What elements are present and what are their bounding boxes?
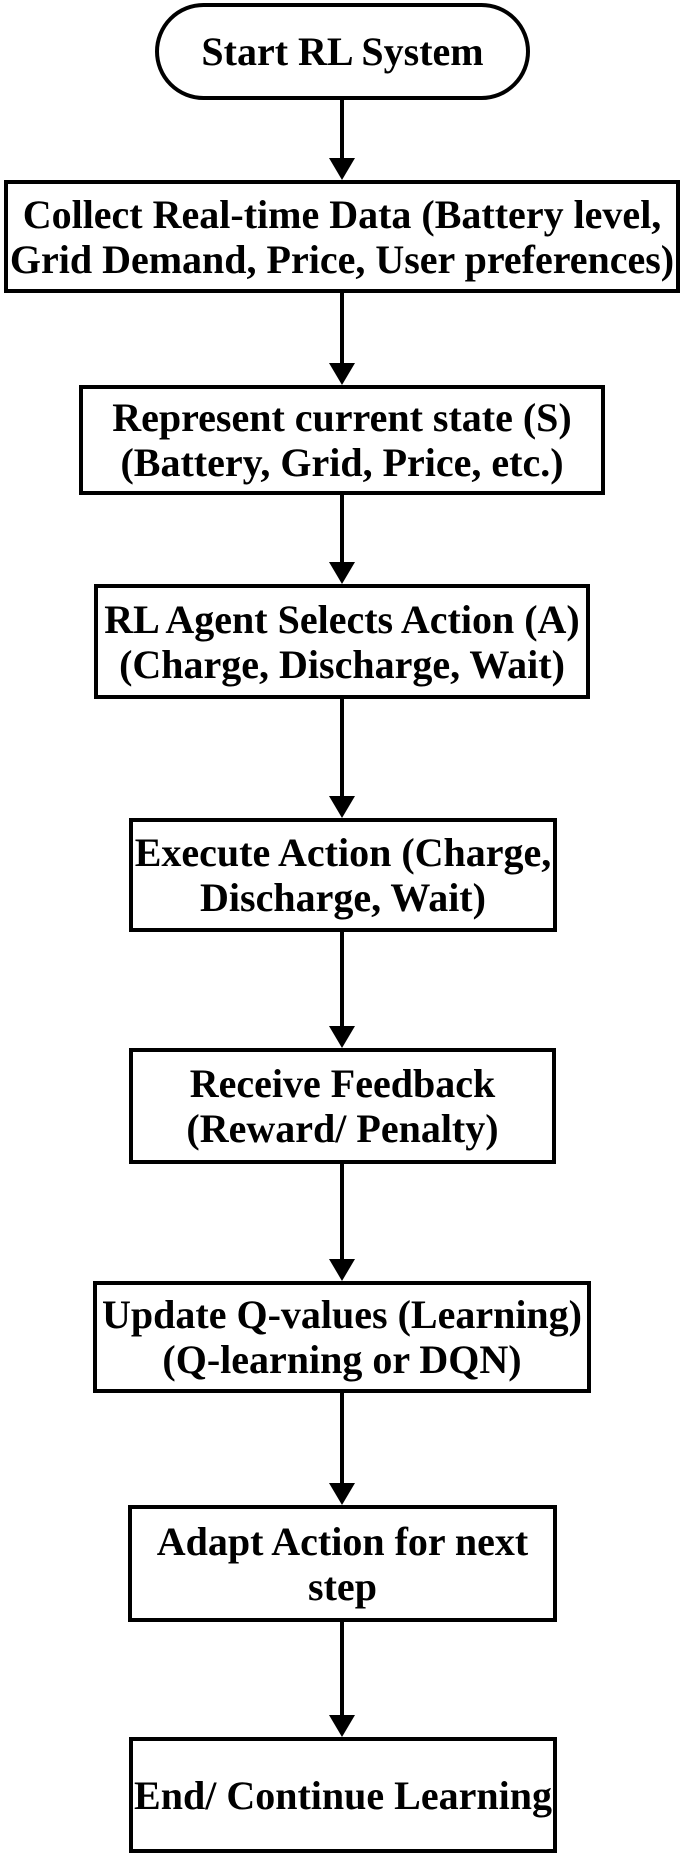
node-represent-state-label-line1: Represent current state (S) <box>112 395 572 440</box>
node-represent-state: Represent current state (S) (Battery, Gr… <box>79 385 605 495</box>
node-adapt-action-label-line2: step <box>308 1563 377 1609</box>
node-start-label: Start RL System <box>201 29 484 74</box>
node-execute-action: Execute Action (Charge, Discharge, Wait) <box>129 818 557 932</box>
arrow-line <box>340 1392 344 1487</box>
node-receive-feedback-label-line1: Receive Feedback <box>189 1061 496 1106</box>
arrow-line <box>340 698 344 800</box>
arrow-down-icon <box>329 1026 355 1048</box>
flow-arrow-select-to-execute <box>329 698 355 818</box>
node-receive-feedback-label-line2: (Reward/ Penalty) <box>186 1106 499 1151</box>
flow-arrow-execute-to-feedback <box>329 931 355 1048</box>
node-select-action-label-line1: RL Agent Selects Action (A) <box>104 596 580 642</box>
node-end-continue-label: End/ Continue Learning <box>134 1772 552 1818</box>
node-update-q-values-label-line2: (Q-learning or DQN) <box>162 1337 522 1382</box>
node-update-q-values: Update Q-values (Learning) (Q-learning o… <box>93 1281 591 1393</box>
flow-arrow-represent-to-select <box>329 494 355 584</box>
node-adapt-action: Adapt Action for next step <box>128 1505 557 1622</box>
node-execute-action-label-line1: Execute Action (Charge, <box>134 830 552 875</box>
node-represent-state-label-line2: (Battery, Grid, Price, etc.) <box>120 440 564 485</box>
flow-arrow-start-to-collect <box>329 100 355 180</box>
flow-arrow-adapt-to-end <box>329 1621 355 1737</box>
node-select-action: RL Agent Selects Action (A) (Charge, Dis… <box>94 584 590 699</box>
arrow-line <box>340 1621 344 1719</box>
node-collect-data-label-line2: Grid Demand, Price, User preferences) <box>9 236 675 282</box>
node-start: Start RL System <box>155 3 530 100</box>
arrow-line <box>340 100 344 162</box>
node-collect-data: Collect Real-time Data (Battery level, G… <box>4 180 680 293</box>
node-update-q-values-label-line1: Update Q-values (Learning) <box>102 1292 582 1337</box>
arrow-down-icon <box>329 158 355 180</box>
node-execute-action-label-line2: Discharge, Wait) <box>200 875 486 920</box>
arrow-down-icon <box>329 1483 355 1505</box>
arrow-down-icon <box>329 796 355 818</box>
flow-arrow-feedback-to-update <box>329 1163 355 1281</box>
arrow-line <box>340 931 344 1030</box>
node-select-action-label-line2: (Charge, Discharge, Wait) <box>119 641 565 687</box>
node-end-continue: End/ Continue Learning <box>129 1737 557 1853</box>
arrow-line <box>340 494 344 566</box>
arrow-line <box>340 292 344 367</box>
flow-arrow-update-to-adapt <box>329 1392 355 1505</box>
node-receive-feedback: Receive Feedback (Reward/ Penalty) <box>129 1048 556 1164</box>
flow-arrow-collect-to-represent <box>329 292 355 385</box>
node-collect-data-label-line1: Collect Real-time Data (Battery level, <box>22 191 662 237</box>
node-adapt-action-label-line1: Adapt Action for next <box>156 1518 529 1564</box>
arrow-down-icon <box>329 363 355 385</box>
arrow-line <box>340 1163 344 1263</box>
arrow-down-icon <box>329 1259 355 1281</box>
arrow-down-icon <box>329 562 355 584</box>
arrow-down-icon <box>329 1715 355 1737</box>
